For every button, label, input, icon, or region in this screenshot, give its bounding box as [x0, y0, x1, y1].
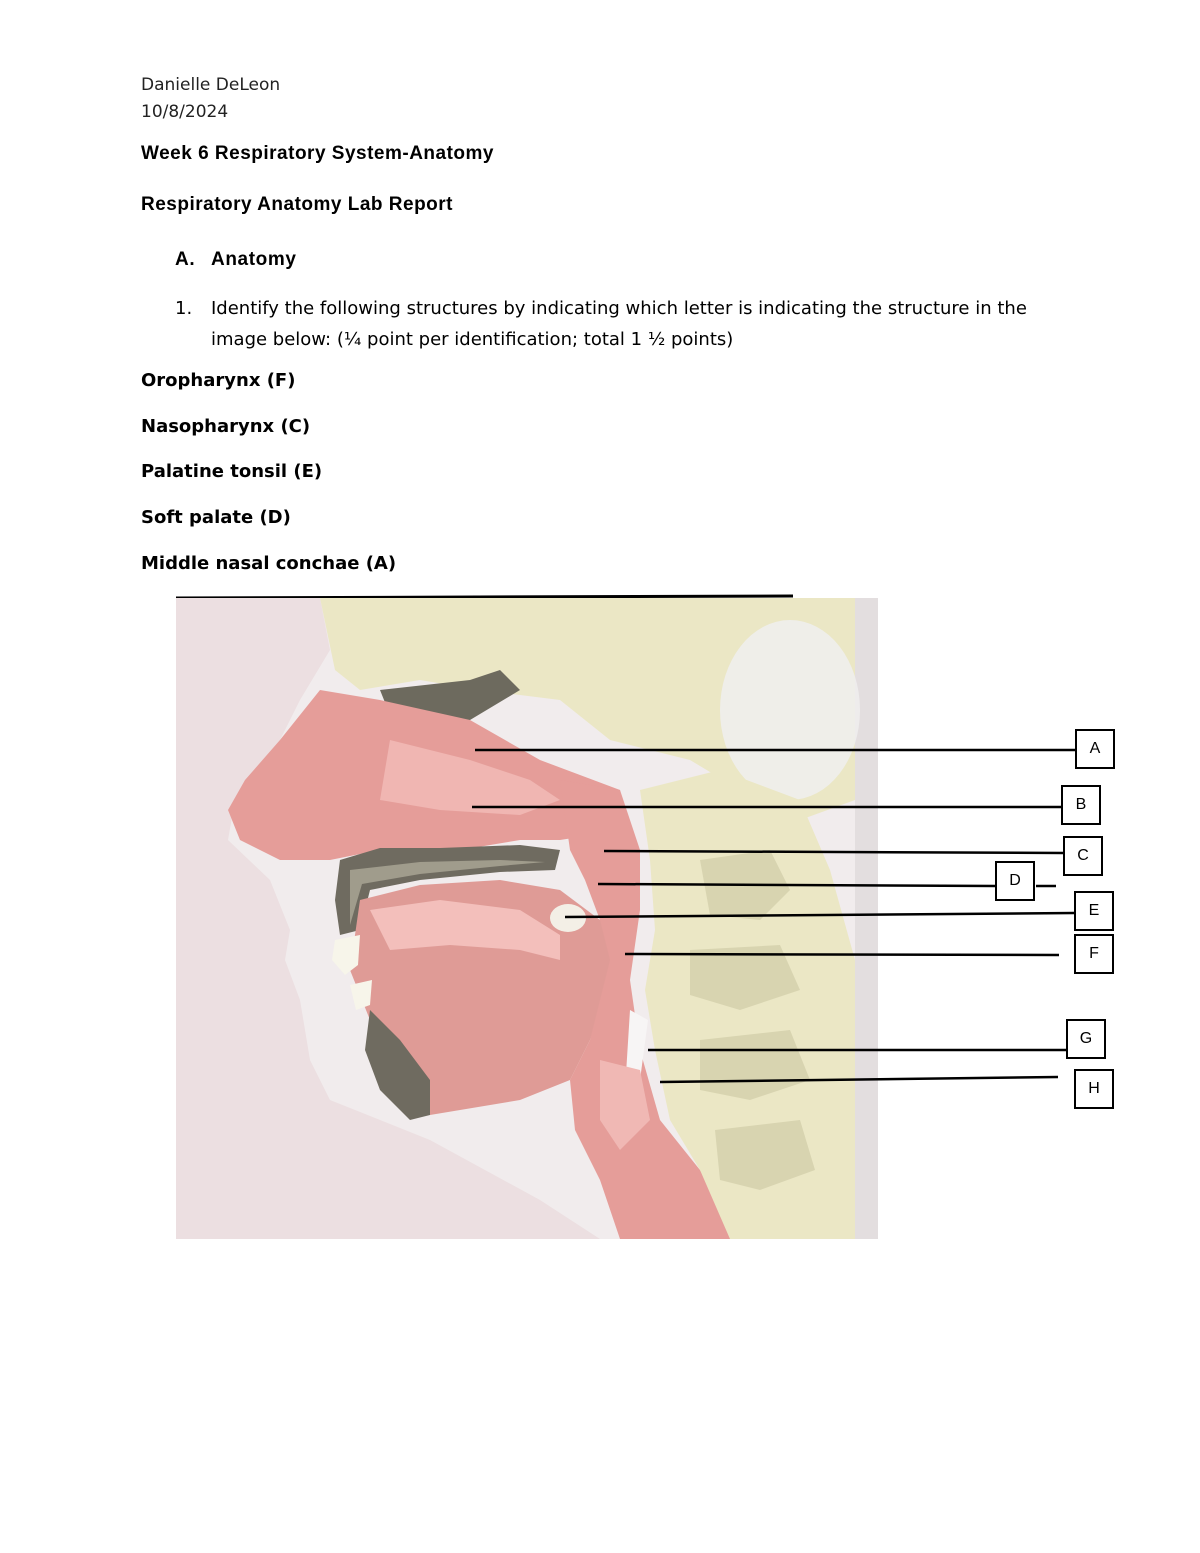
answer-oropharynx: Oropharynx (F): [141, 370, 296, 391]
section-heading: A. Anatomy: [175, 249, 297, 271]
report-title: Respiratory Anatomy Lab Report: [141, 194, 454, 215]
question-1: 1. Identify the following structures by …: [175, 293, 1031, 355]
label-box-e: E: [1074, 891, 1114, 931]
label-box-c: C: [1063, 836, 1103, 876]
label-box-d: D: [995, 861, 1035, 901]
label-box-g: G: [1066, 1019, 1106, 1059]
label-box-b: B: [1061, 785, 1101, 825]
figure-top-rule: [175, 594, 794, 600]
answer-palatine-tonsil: Palatine tonsil (E): [141, 461, 323, 482]
week-title: Week 6 Respiratory System-Anatomy: [141, 143, 494, 164]
answer-soft-palate: Soft palate (D): [141, 507, 291, 528]
section-marker: A.: [175, 249, 196, 270]
question-number: 1.: [175, 298, 193, 319]
leader-line-c: [603, 849, 1065, 855]
report-date: 10/8/2024: [141, 102, 229, 122]
label-box-a: A: [1075, 729, 1115, 769]
label-box-h: H: [1074, 1069, 1114, 1109]
author-name: Danielle DeLeon: [141, 75, 281, 95]
answer-middle-nasal-conchae: Middle nasal conchae (A): [141, 553, 397, 574]
leader-line-h: [659, 1075, 1059, 1084]
leader-line-e: [564, 911, 1075, 919]
anatomy-illustration: [176, 598, 878, 1239]
leader-line-f: [624, 952, 1060, 957]
leader-lines: [472, 748, 1077, 1084]
label-box-f: F: [1074, 934, 1114, 974]
question-text: Identify the following structures by ind…: [211, 298, 1027, 350]
answer-nasopharynx: Nasopharynx (C): [141, 416, 311, 437]
leader-line-d: [597, 882, 997, 888]
section-title: Anatomy: [211, 249, 297, 270]
